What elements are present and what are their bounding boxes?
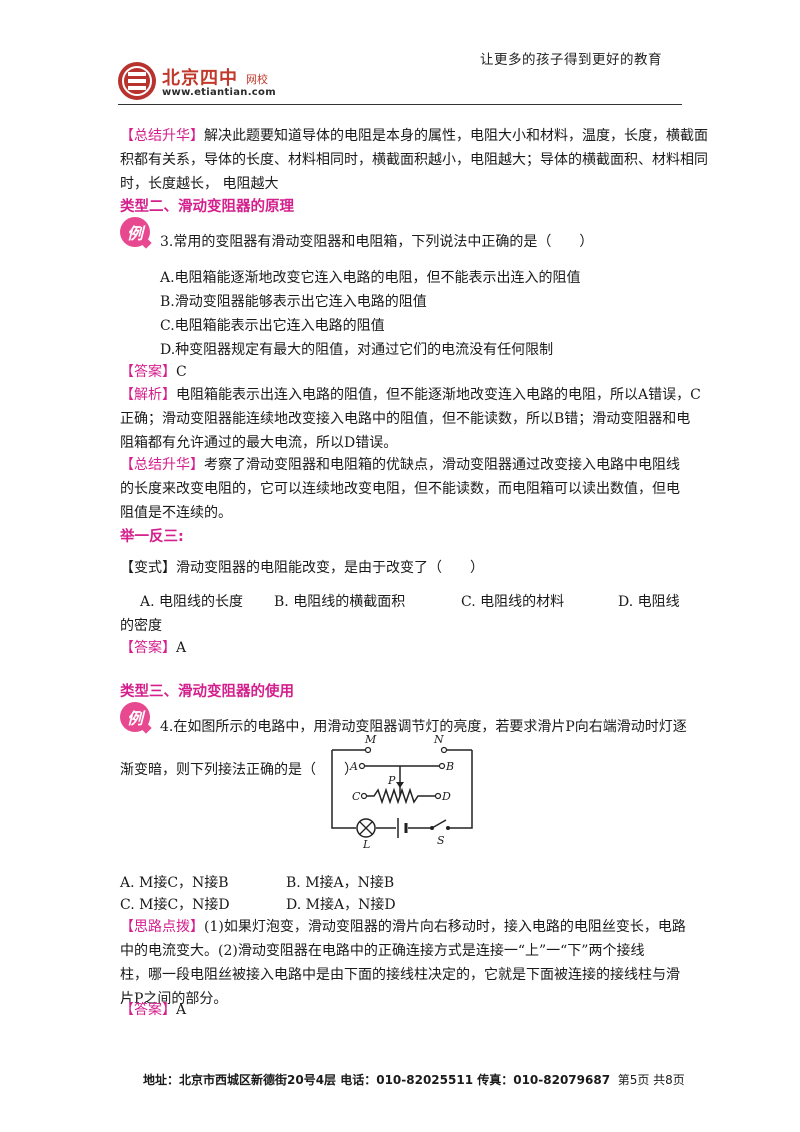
q4-hint-line-1: 【思路点拨】(1)如果灯泡变，滑动变阻器的滑片向右移动时，接入电路的电阻丝变长，…: [120, 919, 686, 935]
q3-option-a: A.电阻箱能逐渐地改变它连入电路的电阻，但不能表示出连入的阻值: [160, 270, 581, 286]
logo-name: 北京四中: [162, 68, 238, 89]
practice-option-b: B. 电阻线的横截面积: [274, 594, 406, 610]
q3-answer: 【答案】C: [120, 364, 187, 380]
terminal-c: [360, 792, 368, 800]
example-badge-icon: 例: [120, 702, 150, 732]
q3-summary-line-2: 的长度来改变电阻的，它可以连续地改变电阻，但不能读数，而电阻箱可以读出数值，但电: [120, 481, 680, 497]
q4-option-b: B. M接A，N接B: [286, 875, 395, 891]
q3-stem: 3.常用的变阻器有滑动变阻器和电阻箱，下列说法中正确的是（ ）: [160, 234, 594, 250]
summary-line-3: 时，长度越长， 电阻越大: [120, 176, 279, 192]
footer-contact: 地址：北京市西城区新德街20号4层 电话：010-82025511 传真：010…: [143, 1073, 611, 1087]
circuit-diagram: M N A B P C D L S: [331, 733, 473, 851]
footer-page-number: 第5页 共8页: [617, 1073, 685, 1087]
q3-analysis-line-1: 【解析】电阻箱能表示出连入电路的阻值，但不能逐渐地改变连入电路的电阻，所以A错误…: [120, 387, 701, 403]
terminal-n: [440, 746, 448, 754]
q3-summary-line-1: 【总结升华】考察了滑动变阻器和电阻箱的优缺点，滑动变阻器通过改变接入电路中电阻线: [120, 457, 680, 473]
logo-emblem-icon: [118, 62, 156, 100]
practice-option-d-cont: 的密度: [120, 618, 162, 634]
slider-arrow-icon: [396, 782, 404, 788]
q4-hint-line-3: 柱，哪一段电阻丝被接入电路中是由下面的接线柱决定的，它就是下面被连接的接线柱与滑: [120, 967, 680, 983]
header-divider: [118, 104, 682, 105]
q3-option-d: D.种变阻器规定有最大的阻值，对通过它们的电流没有任何限制: [160, 342, 554, 358]
terminal-d: [434, 792, 442, 800]
practice-option-d: D. 电阻线: [618, 594, 680, 610]
header-slogan: 让更多的孩子得到更好的教育: [480, 52, 662, 68]
q4-answer: 【答案】A: [120, 1002, 187, 1018]
q4-option-c: C. M接C，N接D: [120, 897, 230, 913]
q3-summary-line-3: 阻值是不连续的。: [120, 505, 232, 521]
summary-line-1: 【总结升华】解决此题要知道导体的电阻是本身的属性，电阻大小和材料，温度，长度，横…: [120, 128, 708, 144]
summary-tag: 【总结升华】: [120, 128, 204, 144]
summary-line-2: 积都有关系，导体的长度、材料相同时，横截面积越小，电阻越大；导体的横截面积、材料…: [120, 152, 708, 168]
logo-url: www.etiantian.com: [162, 87, 276, 98]
terminal-b: [438, 762, 446, 770]
practice-option-a: A. 电阻线的长度: [140, 594, 244, 610]
section-title-type2: 类型二、滑动变阻器的原理: [120, 199, 294, 215]
example-badge-icon: 例: [120, 217, 150, 247]
site-logo: 北京四中 网校 www.etiantian.com: [118, 62, 318, 104]
q4-hint-line-2: 中的电流变大。(2)滑动变阻器在电路中的正确连接方式是连接一“上”一“下”两个接…: [120, 943, 645, 959]
q4-hint-line-4: 片P之间的部分。: [120, 991, 228, 1007]
label-s: S: [437, 834, 445, 847]
q3-analysis-line-2: 正确；滑动变阻器能连续地改变接入电路中的阻值，但不能读数，所以B错；滑动变阻器和…: [120, 411, 691, 427]
q4-stem-line-2: 渐变暗，则下列接法正确的是（ ）: [120, 762, 358, 778]
practice-title: 举一反三:: [120, 529, 184, 545]
q3-option-c: C.电阻箱能表示出它连入电路的阻值: [160, 318, 385, 334]
label-d: D: [441, 790, 451, 803]
terminal-a: [358, 762, 366, 770]
terminal-m: [364, 746, 372, 754]
page-footer: 地址：北京市西城区新德街20号4层 电话：010-82025511 传真：010…: [143, 1071, 685, 1088]
q4-option-d: D. M接A，N接D: [286, 897, 396, 913]
practice-option-c: C. 电阻线的材料: [461, 594, 565, 610]
battery-icon: [397, 818, 408, 838]
label-n: N: [433, 733, 444, 746]
q3-analysis-line-3: 阻箱都有允许通过的最大电流，所以D错误。: [120, 435, 398, 451]
logo-subtitle: 网校: [246, 73, 268, 86]
practice-stem: 【变式】滑动变阻器的电阻能改变，是由于改变了（ ）: [120, 560, 484, 576]
section-title-type3: 类型三、滑动变阻器的使用: [120, 684, 294, 700]
lamp-icon: [356, 818, 376, 838]
label-a: A: [349, 760, 358, 773]
practice-answer: 【答案】A: [120, 640, 187, 656]
label-m: M: [364, 733, 377, 746]
label-p: P: [387, 774, 396, 787]
label-l: L: [362, 838, 370, 851]
switch-icon: [430, 819, 450, 830]
label-c: C: [352, 790, 361, 803]
q3-option-b: B.滑动变阻器能够表示出它连入电路的阻值: [160, 294, 427, 310]
q4-option-a: A. M接C，N接B: [120, 875, 229, 891]
label-b: B: [445, 760, 454, 773]
q4-stem-line-1: 4.在如图所示的电路中，用滑动变阻器调节灯的亮度，若要求滑片P向右端滑动时灯逐: [160, 719, 687, 735]
